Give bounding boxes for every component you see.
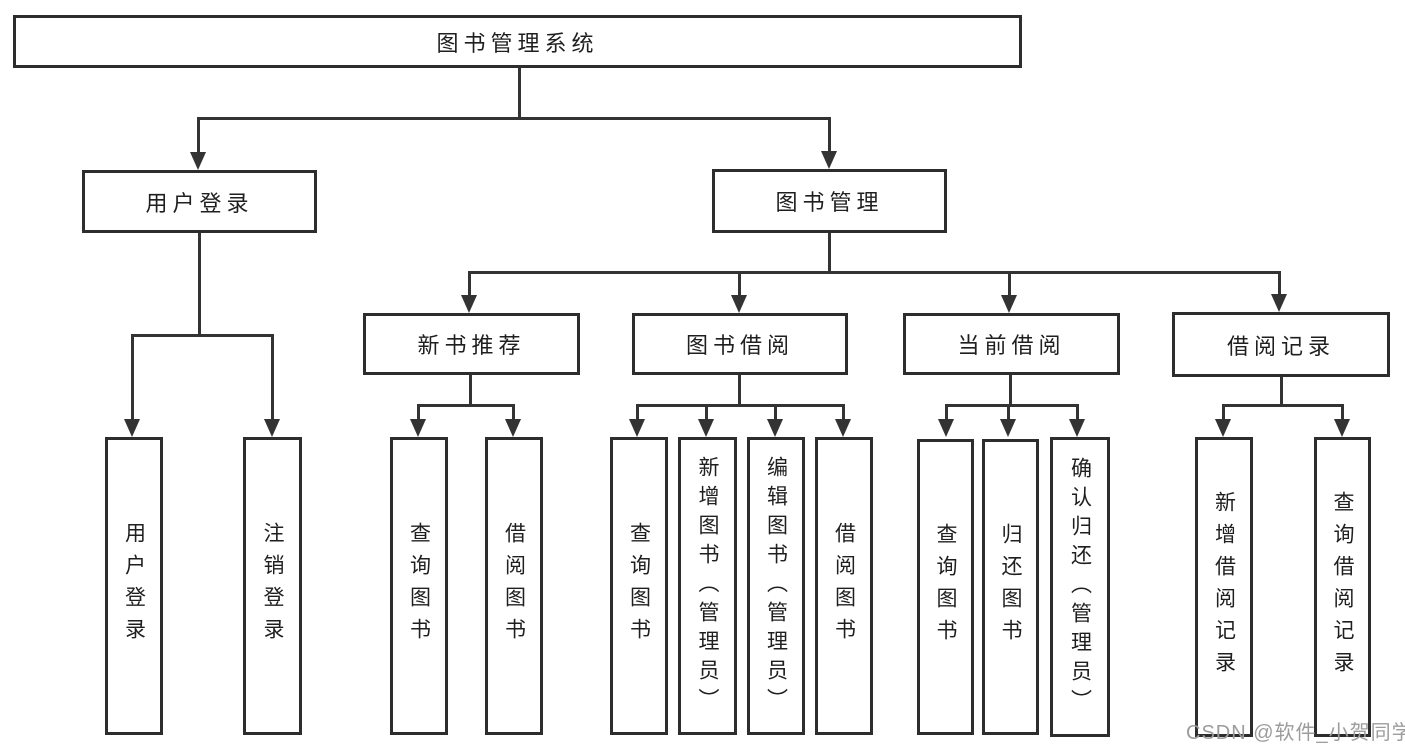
node-book-management: 图书管理 — [712, 169, 947, 233]
leaf-bb-query-books-label: 查询图书 — [627, 522, 651, 650]
connector-line — [131, 334, 134, 419]
leaf-cb-query-books: 查询图书 — [917, 439, 974, 735]
leaf-rec-query-borrow-record: 查询借阅记录 — [1314, 437, 1371, 737]
arrowhead — [1000, 419, 1016, 437]
arrowhead — [505, 419, 521, 437]
connector-line — [1009, 375, 1012, 406]
connector-line — [738, 375, 741, 406]
leaf-nbr-query-books: 查询图书 — [390, 437, 448, 735]
leaf-rec-query-borrow-record-label: 查询借阅记录 — [1331, 491, 1354, 683]
node-root: 图书管理系统 — [13, 15, 1022, 68]
arrowhead — [731, 295, 747, 313]
arrowhead — [1215, 419, 1231, 437]
leaf-logout-label: 注销登录 — [261, 522, 284, 650]
watermark: CSDN @软件_小贺同学 — [1186, 722, 1405, 744]
leaf-user-login: 用户登录 — [105, 437, 163, 735]
leaf-bb-edit-books-admin-label: 编辑图书（管理员） — [764, 455, 788, 717]
connector-line — [1278, 271, 1281, 294]
arrowhead — [629, 419, 645, 437]
connector-line — [512, 404, 515, 419]
connector-line — [468, 271, 471, 295]
leaf-bb-add-books-admin: 新增图书（管理员） — [678, 437, 737, 735]
connector-line — [131, 334, 274, 337]
node-book-borrow-label: 图书借阅 — [685, 333, 794, 358]
leaf-cb-return-books-label: 归还图书 — [999, 523, 1022, 651]
leaf-nbr-query-books-label: 查询图书 — [407, 522, 431, 650]
node-current-borrow-label: 当前借阅 — [957, 333, 1066, 358]
connector-line — [705, 404, 708, 419]
arrowhead — [821, 151, 837, 169]
arrowhead — [264, 419, 280, 437]
leaf-bb-query-books: 查询图书 — [610, 437, 668, 735]
connector-line — [636, 404, 639, 419]
arrowhead — [124, 419, 140, 437]
connector-line — [417, 404, 515, 407]
connector-line — [842, 404, 845, 419]
connector-line — [738, 271, 741, 295]
connector-line — [1222, 404, 1344, 407]
arrowhead — [190, 152, 206, 170]
connector-line — [469, 375, 472, 406]
node-borrow-records: 借阅记录 — [1172, 312, 1390, 377]
connector-line — [636, 404, 845, 407]
node-new-book-recommend-label: 新书推荐 — [417, 333, 526, 358]
connector-line — [945, 404, 948, 419]
connector-line — [197, 117, 200, 152]
node-current-borrow: 当前借阅 — [903, 313, 1120, 375]
leaf-cb-return-books: 归还图书 — [982, 439, 1039, 735]
node-root-label: 图书管理系统 — [436, 30, 599, 56]
connector-line — [828, 117, 831, 151]
connector-line — [945, 404, 1079, 407]
node-book-borrow: 图书借阅 — [632, 313, 848, 375]
arrowhead — [938, 419, 954, 437]
connector-line — [1008, 271, 1011, 295]
leaf-cb-confirm-return-admin: 确认归还（管理员） — [1050, 437, 1110, 737]
connector-line — [1280, 377, 1283, 406]
connector-line — [1007, 404, 1010, 419]
arrowhead — [410, 419, 426, 437]
node-user-login: 用户登录 — [82, 170, 317, 233]
leaf-rec-add-borrow-record: 新增借阅记录 — [1195, 437, 1253, 737]
arrowhead — [698, 419, 714, 437]
leaf-bb-borrow-books: 借阅图书 — [815, 437, 873, 735]
node-borrow-records-label: 借阅记录 — [1226, 333, 1335, 359]
leaf-nbr-borrow-books-label: 借阅图书 — [502, 522, 526, 650]
connector-line — [198, 233, 201, 336]
node-book-management-label: 图书管理 — [775, 190, 884, 215]
arrowhead — [1334, 419, 1350, 437]
arrowhead — [461, 295, 477, 313]
leaf-logout: 注销登录 — [243, 437, 302, 735]
arrowhead — [1271, 294, 1287, 312]
connector-line — [271, 334, 274, 419]
arrowhead — [767, 419, 783, 437]
arrowhead — [1001, 295, 1017, 313]
connector-line — [1341, 404, 1344, 419]
leaf-cb-query-books-label: 查询图书 — [934, 523, 957, 651]
leaf-bb-edit-books-admin: 编辑图书（管理员） — [747, 437, 805, 735]
connector-line — [197, 117, 831, 120]
leaf-nbr-borrow-books: 借阅图书 — [485, 437, 543, 735]
connector-line — [468, 271, 1281, 274]
arrowhead — [1069, 419, 1085, 437]
leaf-rec-add-borrow-record-label: 新增借阅记录 — [1212, 491, 1236, 683]
arrowhead — [835, 419, 851, 437]
connector-line — [417, 404, 420, 419]
connector-line — [1076, 404, 1079, 419]
leaf-user-login-label: 用户登录 — [122, 522, 146, 650]
connector-line — [828, 233, 831, 273]
connector-line — [774, 404, 777, 419]
connector-line — [518, 68, 521, 119]
node-user-login-label: 用户登录 — [145, 190, 254, 216]
leaf-bb-borrow-books-label: 借阅图书 — [832, 522, 856, 650]
leaf-cb-confirm-return-admin-label: 确认归还（管理员） — [1068, 456, 1092, 718]
leaf-bb-add-books-admin-label: 新增图书（管理员） — [696, 455, 719, 717]
connector-line — [1222, 404, 1225, 419]
node-new-book-recommend: 新书推荐 — [363, 313, 580, 375]
